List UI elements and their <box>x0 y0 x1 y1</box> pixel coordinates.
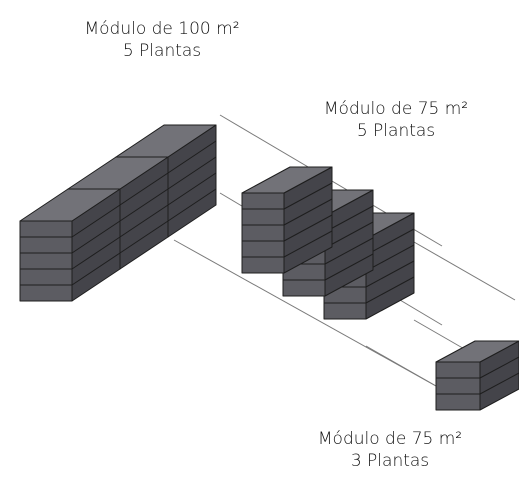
connector-line <box>173 239 437 387</box>
module-floors: 5 Plantas <box>356 121 436 141</box>
floor-line <box>167 140 217 174</box>
connector-line <box>365 345 437 387</box>
module-100m2-5-floors <box>19 124 217 302</box>
module-label-100m2: Módulo de 100 m² 5 Plantas <box>62 18 262 62</box>
module-front-face <box>241 192 285 274</box>
floor-line <box>283 214 333 242</box>
module-title: Módulo de 75 m² <box>323 99 469 119</box>
floor-line <box>365 228 415 256</box>
floor-line <box>283 230 333 258</box>
floor-line <box>71 204 121 238</box>
floor-line <box>324 253 374 281</box>
module-75m2-5-floors <box>241 166 415 320</box>
floor-line <box>119 204 169 238</box>
floor-line <box>167 172 217 206</box>
module-label-75m2-3: Módulo de 75 m² 3 Plantas <box>290 428 490 472</box>
module-roof <box>435 340 519 363</box>
module-front-face <box>19 220 73 302</box>
floor-line <box>71 220 121 254</box>
floor-line <box>119 220 169 254</box>
floor-line <box>365 260 415 288</box>
module-roof <box>19 188 121 222</box>
floor-line <box>71 252 121 286</box>
floor-line <box>324 205 374 233</box>
floor-line <box>324 237 374 265</box>
floor-line <box>283 198 333 226</box>
module-floors: 5 Plantas <box>122 41 202 61</box>
floor-line <box>365 244 415 272</box>
module-75m2-3-floors <box>435 340 519 411</box>
floor-line <box>167 156 217 190</box>
module-title: Módulo de 100 m² <box>84 19 240 39</box>
module-floors: 3 Plantas <box>350 451 430 471</box>
floor-line <box>283 182 333 210</box>
floor-line <box>365 276 415 304</box>
floor-line <box>71 236 121 270</box>
floor-line <box>324 221 374 249</box>
floor-line <box>167 188 217 222</box>
module-roof <box>241 166 333 194</box>
module-front-face <box>435 361 481 411</box>
module-label-75m2-5: Módulo de 75 m² 5 Plantas <box>296 98 496 142</box>
connector-line <box>413 241 516 301</box>
module-title: Módulo de 75 m² <box>317 429 463 449</box>
floor-line <box>119 172 169 206</box>
floor-line <box>479 356 519 379</box>
floor-line <box>119 188 169 222</box>
floor-line <box>479 372 519 395</box>
